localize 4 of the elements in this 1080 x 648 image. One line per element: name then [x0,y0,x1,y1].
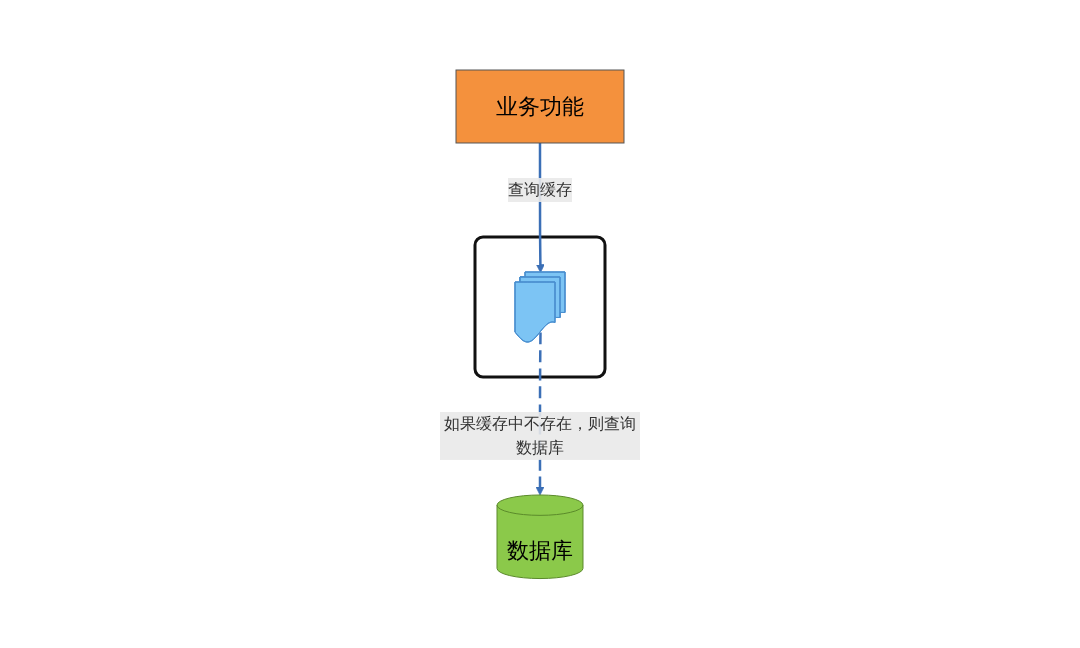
cluster [473,235,607,379]
edge-label: 如果缓存中不存在，则查询数据库 [444,413,636,457]
edge-label: 查询缓存 [508,179,572,199]
node-box: 业务功能 [455,69,625,144]
